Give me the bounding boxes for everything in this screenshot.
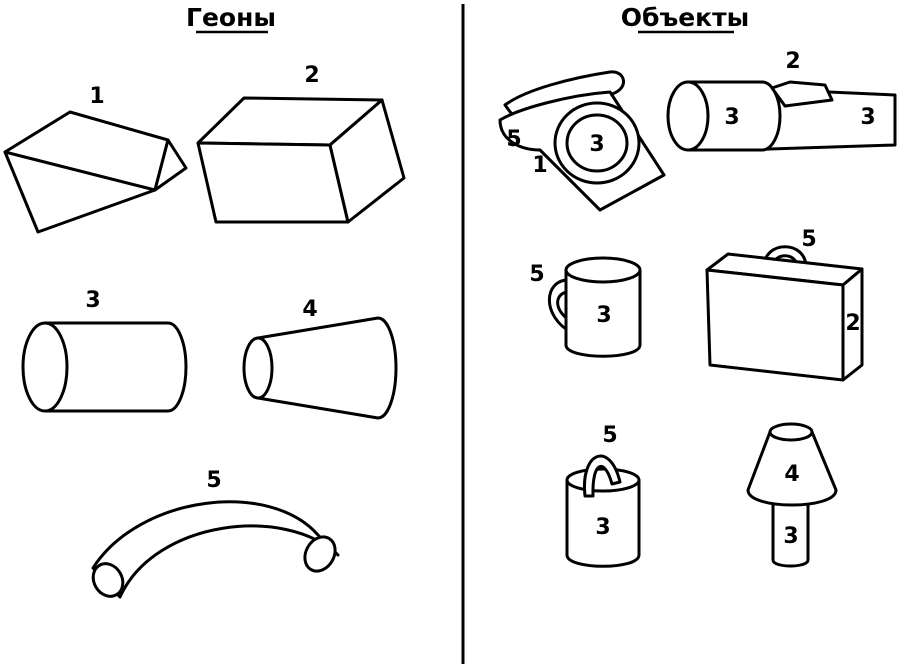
lamp-object: 4 3 bbox=[746, 422, 838, 568]
geon-3-label: 3 bbox=[85, 288, 100, 313]
mug-label-3: 3 bbox=[596, 303, 611, 328]
suitcase-label-2: 2 bbox=[845, 311, 860, 336]
geon-5-label: 5 bbox=[206, 468, 221, 493]
geons-title: Геоны bbox=[186, 3, 276, 32]
suitcase-object: 5 2 bbox=[705, 227, 864, 382]
telephone-label-1: 1 bbox=[532, 153, 547, 178]
geon-1-wedge: 1 bbox=[3, 84, 188, 234]
geon-4-label: 4 bbox=[302, 297, 317, 322]
telephone-label-3: 3 bbox=[589, 132, 604, 157]
geon-2-box: 2 bbox=[196, 63, 406, 224]
mug-label-5: 5 bbox=[529, 262, 544, 287]
flashlight-label-2: 2 bbox=[785, 49, 800, 74]
flashlight-object: 2 3 3 bbox=[666, 49, 897, 152]
bucket-label-3: 3 bbox=[595, 515, 610, 540]
lamp-label-4: 4 bbox=[784, 462, 799, 487]
geon-5-curved-tube: 5 bbox=[91, 468, 340, 599]
geon-2-label: 2 bbox=[304, 63, 319, 88]
lamp-label-3: 3 bbox=[783, 524, 798, 549]
telephone-object: 5 1 3 bbox=[498, 70, 666, 212]
suitcase-label-5: 5 bbox=[801, 227, 816, 252]
bucket-object: 5 3 bbox=[565, 423, 641, 568]
objects-title: Объекты bbox=[621, 3, 750, 32]
flashlight-label-3b: 3 bbox=[860, 105, 875, 130]
geon-3-cylinder: 3 bbox=[21, 288, 188, 413]
flashlight-label-3a: 3 bbox=[724, 105, 739, 130]
geon-1-label: 1 bbox=[89, 84, 104, 109]
geon-4-cone: 4 bbox=[242, 297, 398, 420]
mug-object: 5 3 bbox=[529, 256, 642, 358]
telephone-label-5: 5 bbox=[506, 127, 521, 152]
bucket-label-5: 5 bbox=[602, 423, 617, 448]
